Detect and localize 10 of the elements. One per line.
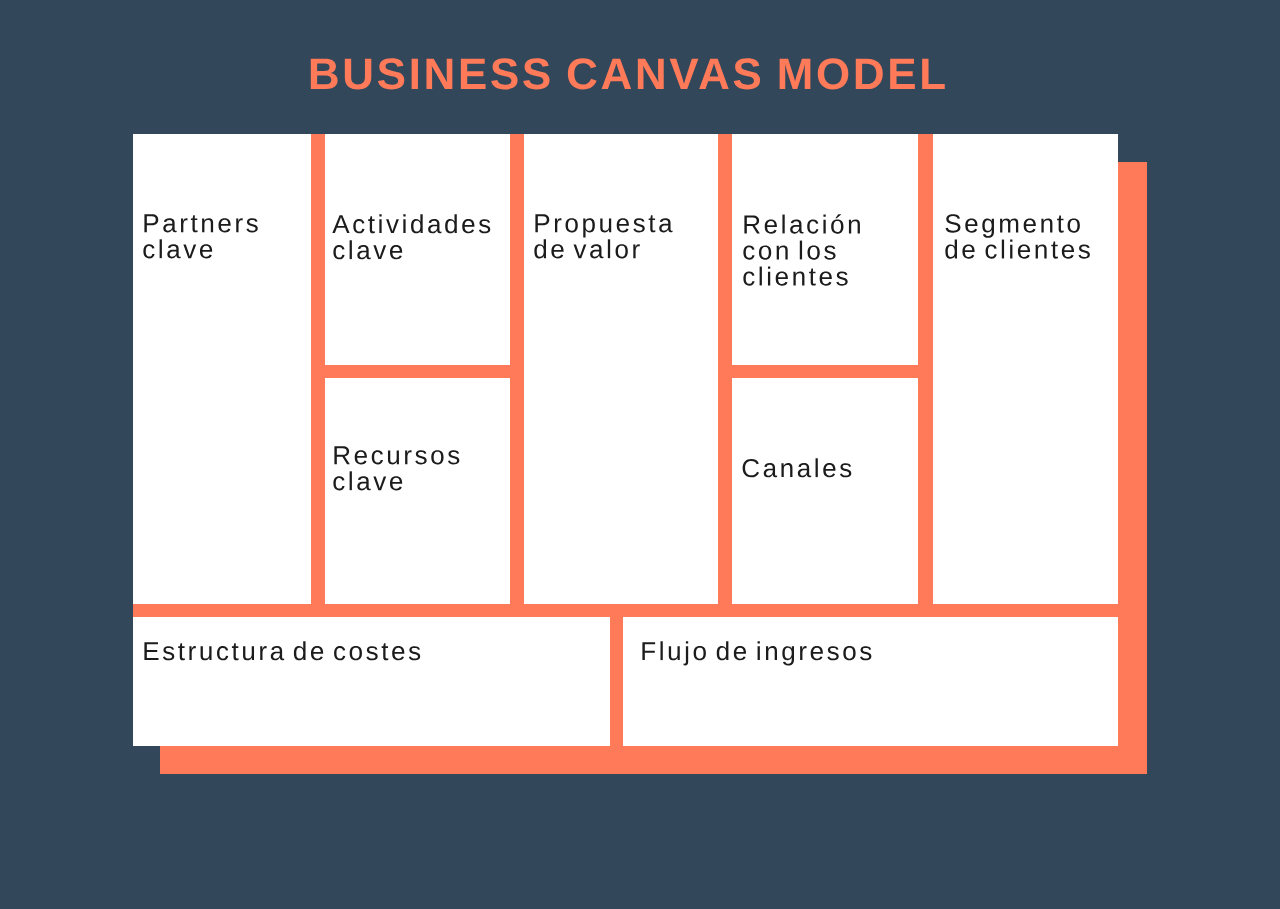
- canvas-block: Segmento de clientes: [933, 134, 1118, 604]
- canvas-block: Actividades clave: [325, 134, 510, 365]
- canvas-block: Flujo de ingresos: [623, 617, 1118, 746]
- canvas-block: Relación con los clientes: [732, 134, 918, 365]
- canvas-block: Partners clave: [133, 134, 311, 604]
- title: BUSINESS CANVAS MODEL: [310, 58, 945, 90]
- canvas-block: Recursos clave: [325, 378, 510, 604]
- canvas-block: Estructura de costes: [133, 617, 610, 746]
- canvas-block: Canales: [732, 378, 918, 604]
- canvas-block: Propuesta de valor: [524, 134, 718, 604]
